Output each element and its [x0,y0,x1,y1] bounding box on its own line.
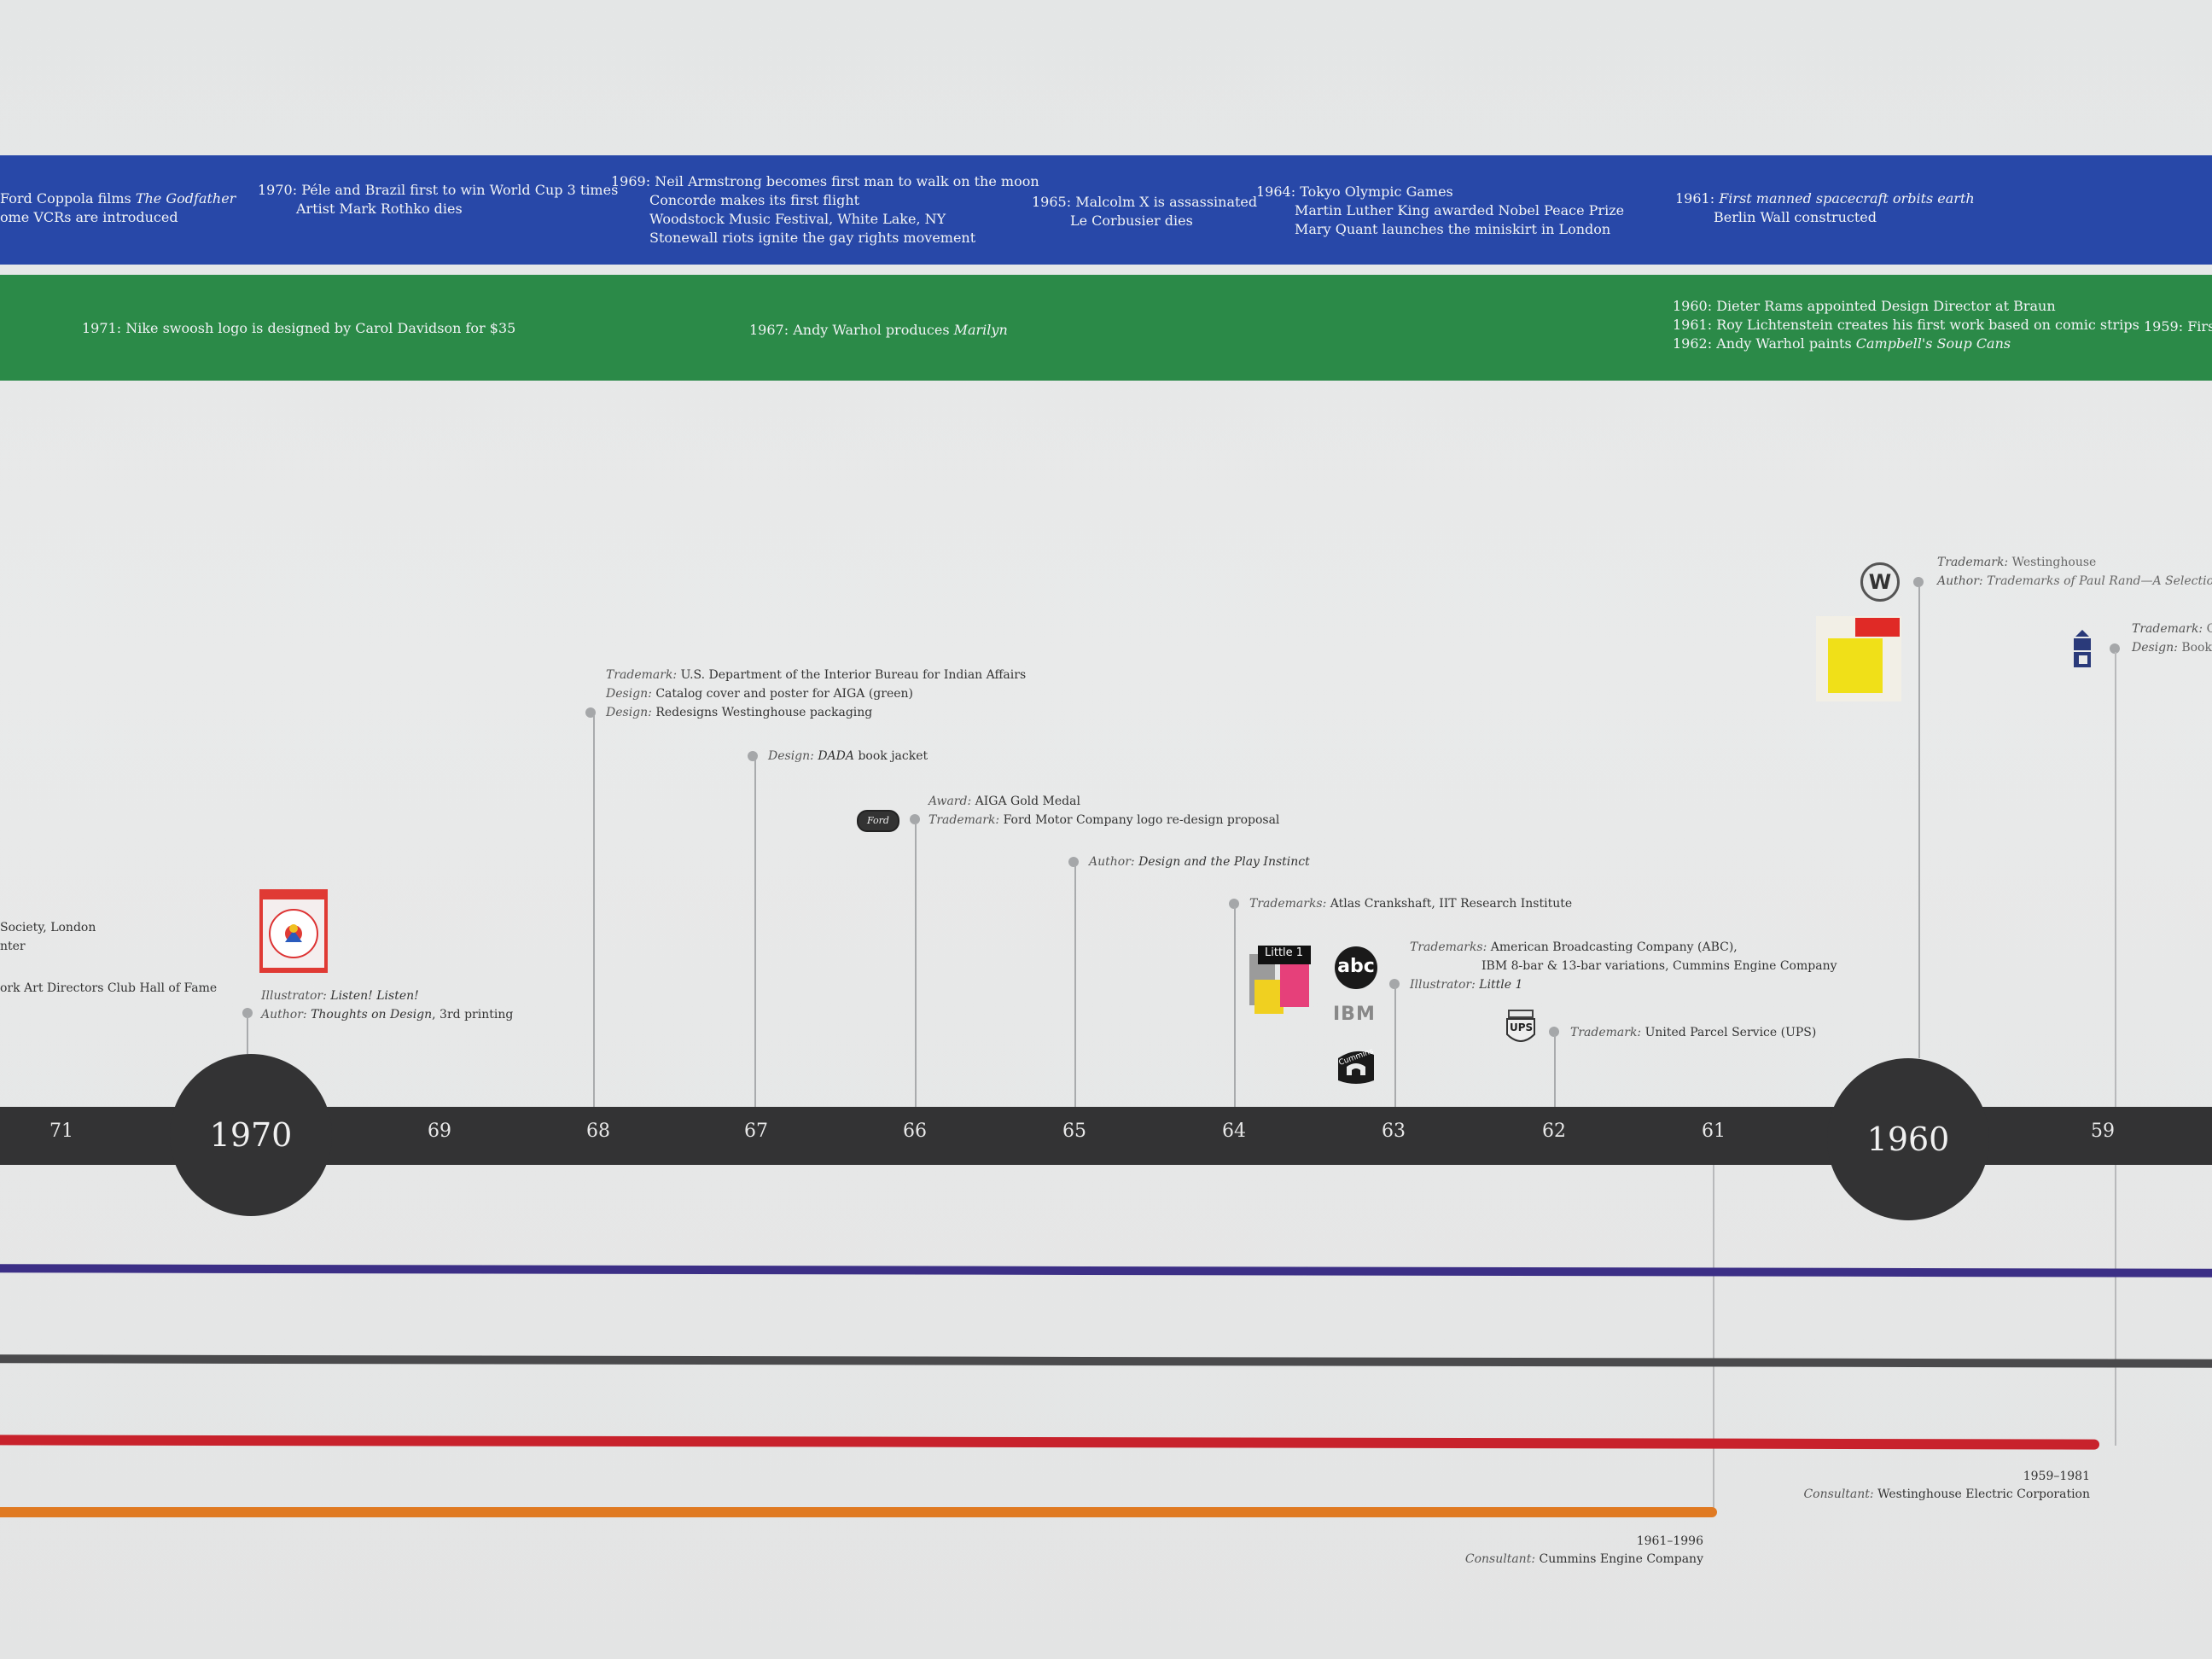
world-event-1965: 1965: Malcolm X is assassinated Le Corbu… [1032,194,1258,229]
entry-1964: Trademarks: Atlas Crankshaft, IIT Resear… [1249,897,1573,911]
axis-tick-63: 63 [1382,1121,1406,1142]
axis-tick-67: 67 [744,1121,768,1142]
entry-1965: Author: Design and the Play Instinct [1089,855,1310,869]
ford-logo: Ford [857,810,899,832]
entry-line-1970 [247,1016,248,1054]
entry-dot-1963 [1389,979,1400,989]
world-events-band [0,155,2212,265]
world-event-1961: 1961: First manned spacecraft orbits ear… [1675,190,1975,225]
entry-line-1962 [1554,1034,1556,1108]
entry-dot-1970 [242,1008,253,1018]
design-event-1959: 1959: First [2144,318,2212,335]
decade-marker-1960: 1960 [1827,1058,1989,1220]
entry-dot-1965 [1068,857,1079,867]
world-event-1970: 1970: Péle and Brazil first to win World… [258,182,619,217]
entry-line-1964 [1234,906,1236,1108]
axis-tick-66: 66 [903,1121,927,1142]
entry-dot-1959 [2110,643,2120,654]
axis-tick-59: 59 [2091,1121,2115,1142]
cummins-consulting-line [1713,1165,1714,1513]
axis-tick-62: 62 [1542,1121,1566,1142]
entry-1962: Trademark: United Parcel Service (UPS) [1570,1026,1817,1039]
entry-1960: Trademark: Westinghouse Author: Trademar… [1937,556,2212,588]
entry-dot-1966 [910,814,920,824]
track-orange-cummins [0,1507,1717,1517]
figure-logo [2072,628,2093,669]
axis-tick-64: 64 [1222,1121,1246,1142]
listen-listen-book-cover [259,889,328,973]
entry-line-1966 [915,823,917,1108]
little-1-book-cover: Little 1 [1249,946,1314,1021]
abc-logo: abc [1335,946,1377,989]
entry-dot-1964 [1229,899,1239,909]
track-purple [0,1264,2212,1278]
axis-tick-68: 68 [586,1121,610,1142]
entry-left-b: nter [0,940,26,953]
entry-line-1965 [1074,865,1076,1108]
entry-dot-1960 [1913,577,1924,587]
world-event-1969: 1969: Neil Armstrong becomes first man t… [611,173,1039,246]
axis-tick-65: 65 [1062,1121,1086,1142]
entry-1959: Trademark: C Design: Book [2132,622,2212,655]
track-gray [0,1354,2212,1368]
cummins-logo: Cummins [1335,1046,1377,1087]
trademarks-book-cover [1816,616,1901,701]
little-1-title: Little 1 [1265,946,1304,959]
entry-line-1963 [1394,987,1396,1108]
axis-tick-69: 69 [428,1121,451,1142]
design-event-1960s-list: 1960: Dieter Rams appointed Design Direc… [1673,298,2139,352]
entry-dot-1962 [1549,1027,1559,1037]
entry-1963: Trademarks: American Broadcasting Compan… [1410,940,1837,992]
axis-tick-71: 71 [49,1121,73,1142]
entry-left-c: ork Art Directors Club Hall of Fame [0,981,218,995]
ups-logo-text: UPS [1510,1022,1534,1033]
axis-tick-61: 61 [1702,1121,1726,1142]
track-red-westinghouse [0,1435,2099,1450]
entry-line-1967 [754,760,756,1108]
ibm-logo: IBM [1333,1004,1376,1025]
decade-marker-1970: 1970 [170,1054,332,1216]
westinghouse-consulting-note: 1959–1981 Consultant: Westinghouse Elect… [1803,1470,2090,1501]
entry-1966: Award: AIGA Gold Medal Trademark: Ford M… [928,795,1280,827]
ups-logo: UPS [1504,1009,1538,1050]
design-events-band [0,275,2212,381]
design-event-nike: 1971: Nike swoosh logo is designed by Ca… [82,320,516,336]
entry-line-1959 [2115,652,2116,1446]
entry-line-1968 [593,715,595,1108]
westinghouse-logo: W [1860,562,1900,602]
entry-1968: Trademark: U.S. Department of the Interi… [606,668,1027,719]
entry-dot-1967 [748,751,758,761]
entry-1967: Design: DADA book jacket [768,749,928,763]
entry-1970: Illustrator: Listen! Listen! Author: Tho… [261,989,514,1022]
cummins-consulting-note: 1961–1996 Consultant: Cummins Engine Com… [1464,1534,1703,1566]
entry-left-a: Society, London [0,921,96,934]
entry-line-1960 [1918,585,1920,1058]
world-event-1964: 1964: Tokyo Olympic Games Martin Luther … [1256,183,1625,237]
design-event-warhol-marilyn: 1967: Andy Warhol produces Marilyn [749,322,1008,338]
world-event-1972: Ford Coppola films The Godfather ome VCR… [0,190,236,225]
